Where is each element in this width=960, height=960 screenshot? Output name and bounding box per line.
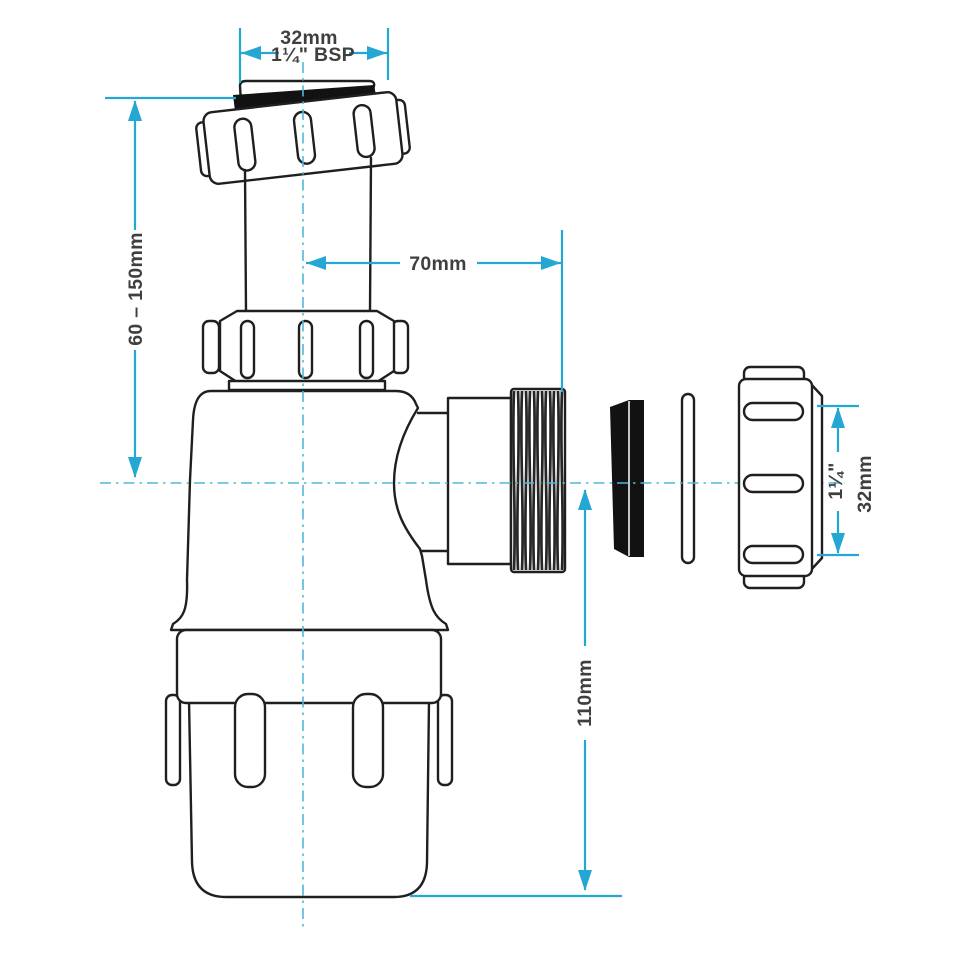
- base-assembly: [164, 628, 454, 899]
- flat-washer: [680, 392, 696, 565]
- dim-top-width: 32mm 1¼" BSP: [238, 27, 390, 83]
- label-outlet-projection: 70mm: [409, 253, 467, 275]
- middle-nut: [201, 309, 410, 392]
- outlet-thread: [509, 387, 567, 574]
- cup-grip-left: [233, 692, 267, 789]
- dim-trap-depth: 110mm: [410, 489, 622, 898]
- base-cup: [187, 698, 431, 899]
- label-top-diameter: 32mm: [280, 27, 338, 49]
- outlet-spigot: [446, 396, 513, 566]
- base-collar: [175, 628, 443, 705]
- dim-outlet-projection: 70mm: [306, 230, 564, 392]
- base-tab-left: [164, 693, 182, 787]
- cup-grip-right: [351, 692, 385, 789]
- label-top-thread: 1¼" BSP: [271, 44, 355, 66]
- base-tab-right: [436, 693, 454, 787]
- label-inlet-height: 60 – 150mm: [125, 232, 147, 346]
- label-trap-depth: 110mm: [574, 659, 596, 727]
- outlet-nut: [737, 365, 824, 590]
- trap-body: [169, 389, 450, 632]
- centerlines: [100, 62, 845, 928]
- inlet-tube: [243, 156, 373, 314]
- cone-washer: [610, 400, 644, 557]
- label-outlet-thread: 1¼": [825, 462, 847, 499]
- dim-inlet-height: 60 – 150mm: [105, 96, 236, 478]
- label-outlet-diameter: 32mm: [854, 455, 876, 513]
- dim-outlet-size: 1¼" 32mm: [817, 404, 876, 557]
